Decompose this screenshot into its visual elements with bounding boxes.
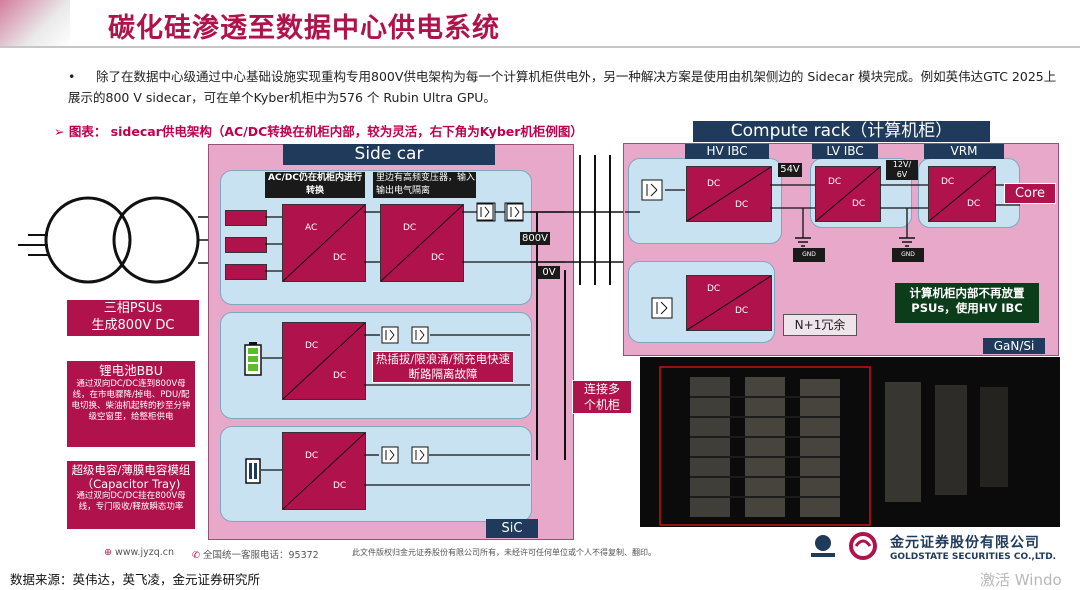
bus-800v-label: 800V xyxy=(520,232,550,245)
lv-ibc-label: LV IBC xyxy=(812,144,878,159)
acdc-label: AC/DC仍在机柜内进行转换 xyxy=(265,172,365,198)
figure-caption: ➢ 图表： sidecar供电架构（AC/DC转换在机柜内部，较为灵活，右下角为… xyxy=(54,124,583,139)
dc-out-label: DC xyxy=(735,306,749,316)
mosfet-icon xyxy=(640,178,664,202)
bbu-wiring xyxy=(262,334,530,386)
footer-copyright: 此文件版权归金元证券股份有限公司所有，未经许可任何单位或个人不得复制、翻印。 xyxy=(352,548,656,557)
company-name-en: GOLDSTATE SECURITIES CO.,LTD. xyxy=(890,552,1057,562)
activation-watermark: 激活 Windo xyxy=(980,571,1062,589)
psu-removed-note: 计算机柜内部不再放置PSUs，使用HV IBC xyxy=(895,283,1039,323)
dc-in-label: DC xyxy=(828,177,842,187)
cap-dc-dc-converter: DC DC xyxy=(282,432,366,510)
compute-rack-title: Compute rack（计算机柜） xyxy=(693,121,990,142)
dc-label: DC xyxy=(333,253,347,263)
psu-callout: 三相PSUs 生成800V DC xyxy=(66,299,200,337)
gnd-label: GND xyxy=(793,248,825,262)
bullet-marker: • xyxy=(68,69,76,84)
hv-ibc-label: HV IBC xyxy=(685,144,769,159)
vrm-label: VRM xyxy=(924,144,1004,159)
sic-label: SiC xyxy=(486,519,538,538)
battery-icon xyxy=(244,342,262,376)
mosfet-icon xyxy=(475,202,495,222)
hv-ibc-converter-2: DC DC xyxy=(686,275,772,331)
company-logo-icon xyxy=(848,532,878,560)
mosfet-icon xyxy=(650,296,674,320)
dc-bus-lines xyxy=(530,155,630,460)
dc-in-label: DC xyxy=(707,179,721,189)
dc-out-label: DC xyxy=(431,253,445,263)
psu-phase-b xyxy=(225,237,267,253)
connect-racks-callout: 连接多 个机柜 xyxy=(572,380,632,414)
company-name-cn: 金元证券股份有限公司 xyxy=(890,535,1040,551)
sidecar-title: Side car xyxy=(283,144,495,165)
website-text: www.jyzq.cn xyxy=(115,547,174,558)
compute-wiring xyxy=(625,184,1020,247)
mosfet-icon xyxy=(410,445,430,465)
dc-in-label: DC xyxy=(403,223,417,233)
mosfet-icon xyxy=(410,325,430,345)
ac-label: AC xyxy=(305,223,318,233)
lv-ibc-converter: DC DC xyxy=(815,166,881,222)
capacitor-callout-title: 超级电容/薄膜电容模组（Capacitor Tray) xyxy=(71,463,191,491)
12v-6v-label: 12V/ 6V xyxy=(886,160,918,180)
footer-hotline: ✆ 全国统一客服电话：95372 xyxy=(192,547,319,561)
ac-dc-converter: AC DC xyxy=(282,204,366,282)
gnd-label: GND xyxy=(892,248,924,262)
mosfet-icon xyxy=(380,445,400,465)
psu-phase-c xyxy=(225,264,267,280)
kyber-rack-image xyxy=(640,357,1060,527)
cap-wiring xyxy=(261,454,530,486)
hv-ibc-converter-1: DC DC xyxy=(686,166,772,222)
dc-out-label: DC xyxy=(967,199,981,209)
dc-in-label: DC xyxy=(707,284,721,294)
footer-website: ⊕ www.jyzq.cn xyxy=(104,547,174,558)
hotline-text: 全国统一客服电话：95372 xyxy=(203,550,319,561)
vrm-converter: DC DC xyxy=(928,166,996,222)
bbu-callout-title: 锂电池BBU xyxy=(99,363,163,378)
hf-transformer-label: 里边有高频变压器，输入输出电气隔离 xyxy=(373,172,476,198)
bullet-paragraph: •除了在数据中心级通过中心基础设施实现重构专用800V供电架构为每一个计算机柜供… xyxy=(68,66,1068,108)
exchange-logo-icon xyxy=(808,533,838,561)
page-title: 碳化硅渗透至数据中心供电系统 xyxy=(108,13,500,44)
capacitor-stage-box xyxy=(220,426,532,522)
globe-icon: ⊕ xyxy=(104,547,112,558)
rack-illustration xyxy=(640,357,1060,527)
dc-in-label: DC xyxy=(305,341,319,351)
54v-label: 54V xyxy=(778,163,802,177)
mosfet-icon xyxy=(380,325,400,345)
bbu-dc-dc-converter: DC DC xyxy=(282,322,366,400)
mosfet-icon xyxy=(505,202,525,222)
dc-dc-isolated-converter: DC DC xyxy=(380,204,464,282)
dc-out-label: DC xyxy=(333,481,347,491)
core-label: Core xyxy=(1004,183,1056,204)
phone-icon: ✆ xyxy=(192,550,200,561)
hotswap-label: 热插拔/限浪涌/预充电快速断路隔离故障 xyxy=(372,351,514,383)
bullet-text: 除了在数据中心级通过中心基础设施实现重构专用800V供电架构为每一个计算机柜供电… xyxy=(68,69,1057,105)
data-source: 数据来源：英伟达，英飞凌，金元证券研究所 xyxy=(10,572,261,587)
capacitor-callout: 超级电容/薄膜电容模组（Capacitor Tray) 通过双向DC/DC挂在8… xyxy=(66,460,196,530)
transformer-diagram xyxy=(18,196,218,284)
bbu-callout-desc: 通过双向DC/DC连到800V母线，在市电骤降/掉电、PDU/配电切换、柴油机起… xyxy=(71,379,191,422)
bbu-callout: 锂电池BBU 通过双向DC/DC连到800V母线，在市电骤降/掉电、PDU/配电… xyxy=(66,360,196,448)
dc-in-label: DC xyxy=(305,451,319,461)
dc-out-label: DC xyxy=(333,371,347,381)
dc-out-label: DC xyxy=(735,200,749,210)
header-decoration xyxy=(0,0,70,48)
psu-phase-a xyxy=(225,210,267,226)
capacitor-icon xyxy=(245,458,261,484)
dc-in-label: DC xyxy=(941,177,955,187)
bus-0v-label: 0V xyxy=(538,266,560,279)
dc-out-label: DC xyxy=(852,199,866,209)
capacitor-callout-desc: 通过双向DC/DC挂在800V母线，专门吸收/释放瞬态功率 xyxy=(76,491,186,512)
gan-si-label: GaN/Si xyxy=(983,338,1045,354)
title-divider xyxy=(0,46,1080,48)
redundancy-label: N+1冗余 xyxy=(783,314,857,336)
